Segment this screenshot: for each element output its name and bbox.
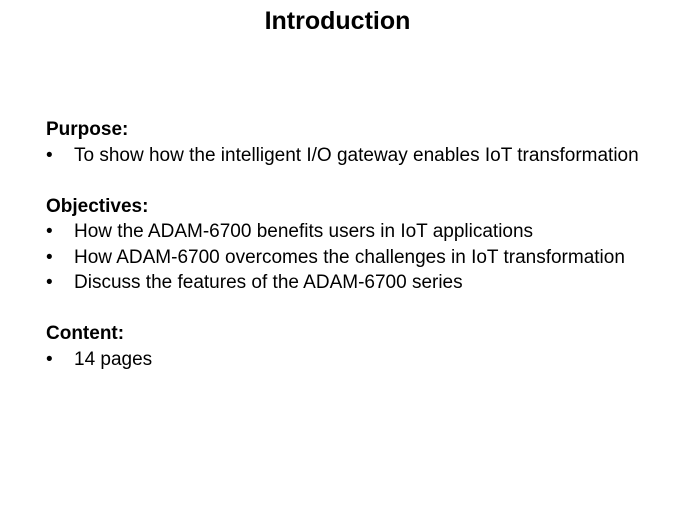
bullet-list: • To show how the intelligent I/O gatewa… bbox=[46, 143, 646, 169]
bullet-icon: • bbox=[46, 272, 53, 293]
list-item: • Discuss the features of the ADAM-6700 … bbox=[46, 270, 646, 296]
bullet-icon: • bbox=[46, 246, 53, 268]
list-item-text: How the ADAM-6700 benefits users in IoT … bbox=[74, 221, 534, 242]
list-item-text: How ADAM-6700 overcomes the challenges i… bbox=[74, 246, 625, 268]
list-item: • 14 pages bbox=[46, 347, 646, 373]
list-item-text: 14 pages bbox=[74, 348, 153, 370]
bullet-icon: • bbox=[46, 221, 53, 242]
list-item: • How the ADAM-6700 benefits users in Io… bbox=[46, 219, 646, 245]
section-content: Content: • 14 pages bbox=[46, 321, 646, 372]
section-objectives: Objectives: • How the ADAM-6700 benefits… bbox=[46, 194, 646, 296]
list-item: • How ADAM-6700 overcomes the challenges… bbox=[46, 245, 646, 271]
slide-content: Purpose: • To show how the intelligent I… bbox=[46, 117, 646, 398]
list-item-text: To show how the intelligent I/O gateway … bbox=[74, 144, 639, 166]
section-heading: Purpose: bbox=[46, 119, 129, 140]
list-item: • To show how the intelligent I/O gatewa… bbox=[46, 143, 646, 169]
section-purpose: Purpose: • To show how the intelligent I… bbox=[46, 117, 646, 168]
bullet-icon: • bbox=[46, 348, 53, 370]
bullet-icon: • bbox=[46, 144, 53, 166]
slide-title: Introduction bbox=[264, 7, 411, 35]
list-item-text: Discuss the features of the ADAM-6700 se… bbox=[74, 272, 463, 293]
bullet-list: • 14 pages bbox=[46, 347, 646, 373]
section-heading: Content: bbox=[46, 323, 125, 344]
bullet-list: • How the ADAM-6700 benefits users in Io… bbox=[46, 219, 646, 296]
section-heading: Objectives: bbox=[46, 195, 149, 217]
